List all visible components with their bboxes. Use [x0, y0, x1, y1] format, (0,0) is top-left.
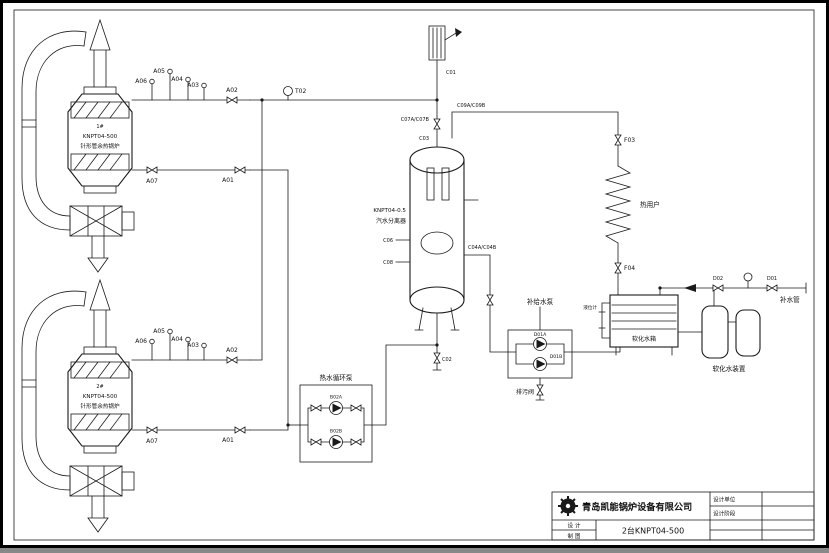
tank-label: 软化水箱: [632, 335, 656, 343]
feed-pump-label: 补给水泵: [527, 297, 554, 306]
boiler1-model: KNPT04-500: [83, 134, 118, 140]
nozzle-label-c07: C07A/C07B: [401, 117, 430, 123]
circulation-pump-b-tag: B02B: [330, 429, 342, 435]
nozzle-label-c09: C09A/C09B: [457, 103, 486, 109]
main-piping: [249, 59, 807, 431]
boiler1-name: 针形管余热锅炉: [80, 142, 120, 150]
circulation-pump-label: 热水循环泵: [320, 373, 353, 382]
steam-separator: KNPT04-0.5 汽水分离器 C07A/C07B C03 C09A/C09B…: [373, 25, 497, 363]
valve-label-a06-b2: A06: [135, 338, 147, 345]
separator-model: KNPT04-0.5: [373, 208, 406, 214]
nozzle-label-c08: C08: [383, 260, 393, 266]
titleblock-design-cell: 设 计: [568, 522, 581, 530]
instrument-t02: T02: [283, 86, 306, 101]
soft-water-tank: 软化水箱 液位计: [583, 294, 679, 356]
separator-name: 汽水分离器: [376, 217, 406, 225]
valve-label-d02: D02: [713, 276, 723, 282]
company-logo-icon: [558, 496, 578, 516]
circulation-pump-set: B02A B02B 热水循环泵: [299, 373, 373, 463]
valve-label-a02-b1: A02: [226, 87, 238, 94]
valve-label-f04: F04: [624, 265, 635, 272]
heat-user-label: 热用户: [640, 200, 660, 209]
titleblock-draft-cell: 制 图: [568, 532, 581, 540]
feed-pump-a-icon: [533, 337, 547, 351]
instrument-t02-label: T02: [294, 88, 306, 95]
circulation-pump-a-tag: B02A: [330, 395, 343, 401]
nozzle-label-c04: C04A/C04B: [468, 245, 497, 251]
boiler1-unit: 1#: [96, 124, 103, 130]
valve-label-a03-b2: A03: [187, 342, 199, 349]
feed-pump-set: D01A D01B 补给水泵 排污阀: [507, 297, 573, 401]
makeup-pipe-label: 补水管: [780, 295, 800, 304]
feed-pump-a-tag: D01A: [534, 332, 547, 338]
boiler2-model: KNPT04-500: [83, 394, 118, 400]
nozzle-label-c01: C01: [446, 70, 456, 76]
circulation-pump-b-icon: [329, 435, 343, 449]
drawing-border: [13, 9, 815, 541]
valve-label-a01-b2: A01: [222, 437, 234, 444]
titleblock-unit-cell: 设计单位: [713, 496, 736, 504]
valve-label-a04-b2: A04: [171, 336, 183, 343]
nozzle-label-c02: C02: [442, 357, 452, 363]
valve-label-a01-b1: A01: [222, 177, 234, 184]
feed-pump-b-tag: D01B: [550, 354, 563, 360]
titleblock-stage-cell: 设计阶段: [713, 510, 736, 518]
valve-label-a07-b1: A07: [146, 178, 158, 185]
boiler2-unit: 2#: [96, 384, 103, 390]
valve-label-a03-b1: A03: [187, 82, 199, 89]
valve-label-a06-b1: A06: [135, 78, 147, 85]
valve-label-a07-b2: A07: [146, 438, 158, 445]
valve-label-d01: D01: [767, 276, 777, 282]
nozzle-label-c06: C06: [383, 238, 393, 244]
company-name: 青岛凯能锅炉设备有限公司: [582, 501, 692, 513]
heat-user: 热用户 F03 F04: [604, 137, 660, 272]
softener-label: 软化水装置: [713, 364, 746, 373]
valve-label-a02-b2: A02: [226, 347, 238, 354]
boiler2-name: 针形管余热锅炉: [80, 402, 120, 410]
level-gauge-label: 液位计: [583, 304, 597, 311]
water-softener: 软化水装置 D02 D01 补水管: [701, 276, 800, 373]
feed-pump-b-icon: [533, 357, 547, 371]
boiler-2-labels: 2# KNPT04-500 针形管余热锅炉 A06 A05 A04 A03 A0…: [80, 328, 238, 445]
circulation-pump-a-icon: [329, 401, 343, 415]
valve-label-a05-b2: A05: [153, 328, 165, 335]
blowdown-valve-label: 排污阀: [516, 388, 534, 396]
valve-label-a05-b1: A05: [153, 68, 165, 75]
valve-label-a04-b1: A04: [171, 76, 183, 83]
valve-label-f03: F03: [624, 137, 635, 144]
nozzle-label-c03: C03: [419, 136, 429, 142]
title-block: 青岛凯能锅炉设备有限公司 2台KNPT04-500 设 计 制 图 设计单位 设…: [551, 491, 815, 541]
drawing-title: 2台KNPT04-500: [622, 526, 684, 536]
boiler-1-labels: 1# KNPT04-500 针形管余热锅炉 A06 A05 A04 A03 A0…: [80, 68, 238, 185]
